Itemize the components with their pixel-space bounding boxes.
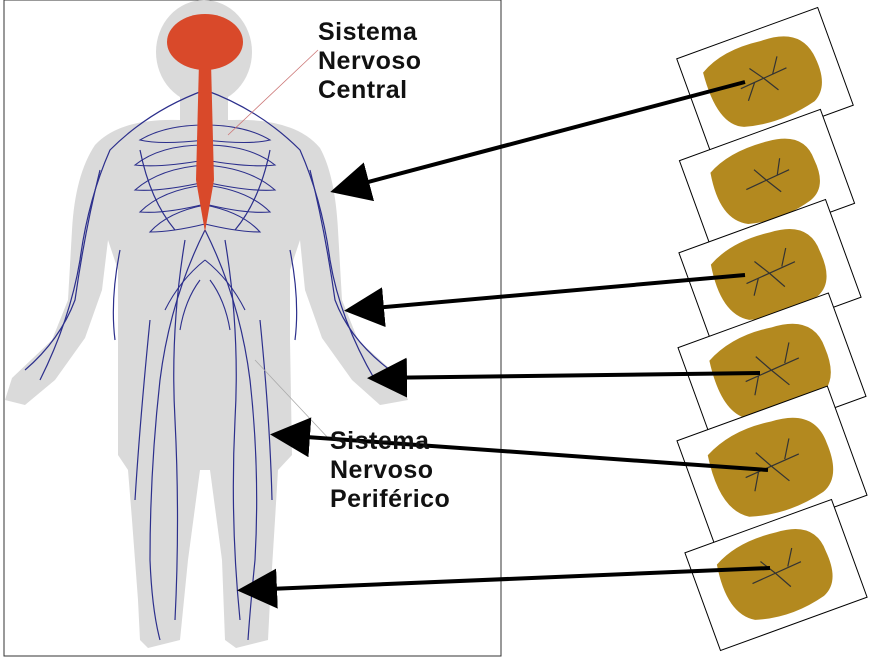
- peripheral-nervous-system-label: Sistema Nervoso Periférico: [330, 427, 450, 514]
- central-label-line-1: Sistema: [318, 18, 422, 47]
- central-label-line-2: Nervoso: [318, 47, 422, 76]
- central-label-line-3: Central: [318, 76, 422, 105]
- neuron-slides: [677, 7, 867, 650]
- peripheral-label-line-1: Sistema: [330, 427, 450, 456]
- arrow-icon: [352, 275, 745, 310]
- peripheral-label-line-3: Periférico: [330, 485, 450, 514]
- arrow-icon: [245, 568, 770, 590]
- peripheral-label-line-2: Nervoso: [330, 456, 450, 485]
- central-nervous-system-label: Sistema Nervoso Central: [318, 18, 422, 105]
